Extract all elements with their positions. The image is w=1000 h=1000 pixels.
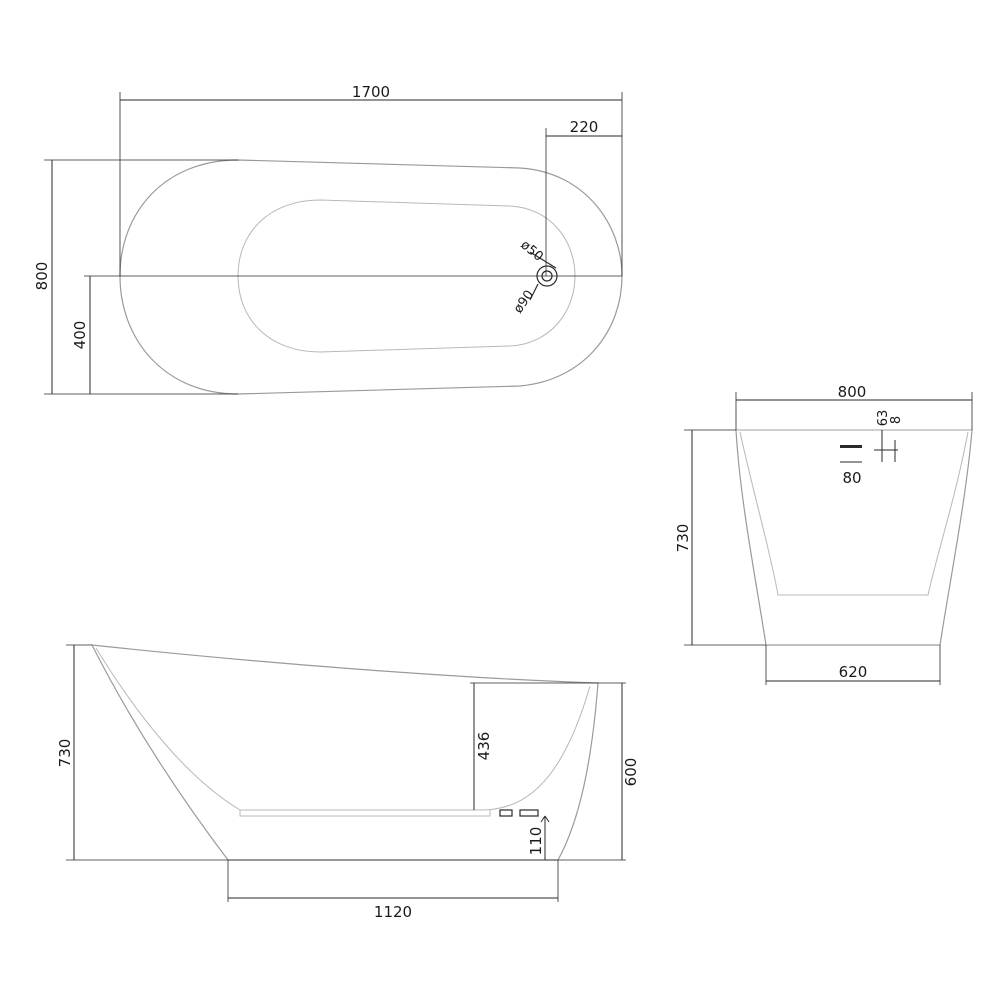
- dim-label-110: 110: [527, 827, 545, 856]
- side-view: 730 436 600 110 1120: [56, 644, 640, 921]
- dim-label-1700: 1700: [352, 83, 390, 101]
- dim-label-400: 400: [71, 321, 89, 350]
- dim-label-1120: 1120: [374, 903, 412, 921]
- drain-label-50: ø50: [517, 238, 545, 265]
- dim-arrow-110: [540, 815, 546, 823]
- dim-arrow-110-b: [544, 815, 550, 823]
- drain-leader-small: [529, 251, 557, 269]
- end-view-inner-basin: [739, 431, 969, 596]
- side-view-inner-basin: [95, 647, 591, 811]
- side-view-outer-shell: [90, 644, 599, 861]
- dim-label-730-end-view: 730: [674, 524, 692, 553]
- dim-label-8: 8: [889, 416, 904, 424]
- dim-label-63: 63: [876, 410, 891, 427]
- dim-label-600: 600: [622, 758, 640, 787]
- dim-label-730-side-view: 730: [56, 739, 74, 768]
- top-view: 1700 220 800 400 ø50 ø90: [33, 83, 623, 395]
- top-view-outer-rim: [119, 159, 623, 395]
- side-view-base-plinth: [239, 810, 491, 817]
- drain-leader-large: [529, 283, 539, 301]
- top-view-inner-basin: [237, 199, 576, 353]
- dim-label-800-end-view: 800: [838, 383, 867, 401]
- waste-trap: [519, 809, 539, 817]
- overflow-slot: [840, 445, 862, 448]
- dim-label-80: 80: [842, 469, 861, 487]
- dim-label-620: 620: [839, 663, 868, 681]
- end-view: 800 63 8 80 730 620: [674, 383, 973, 685]
- waste-fitting: [499, 809, 513, 817]
- dim-label-220: 220: [570, 118, 599, 136]
- dim-label-436: 436: [475, 732, 493, 761]
- dim-label-800-top-view: 800: [33, 262, 51, 291]
